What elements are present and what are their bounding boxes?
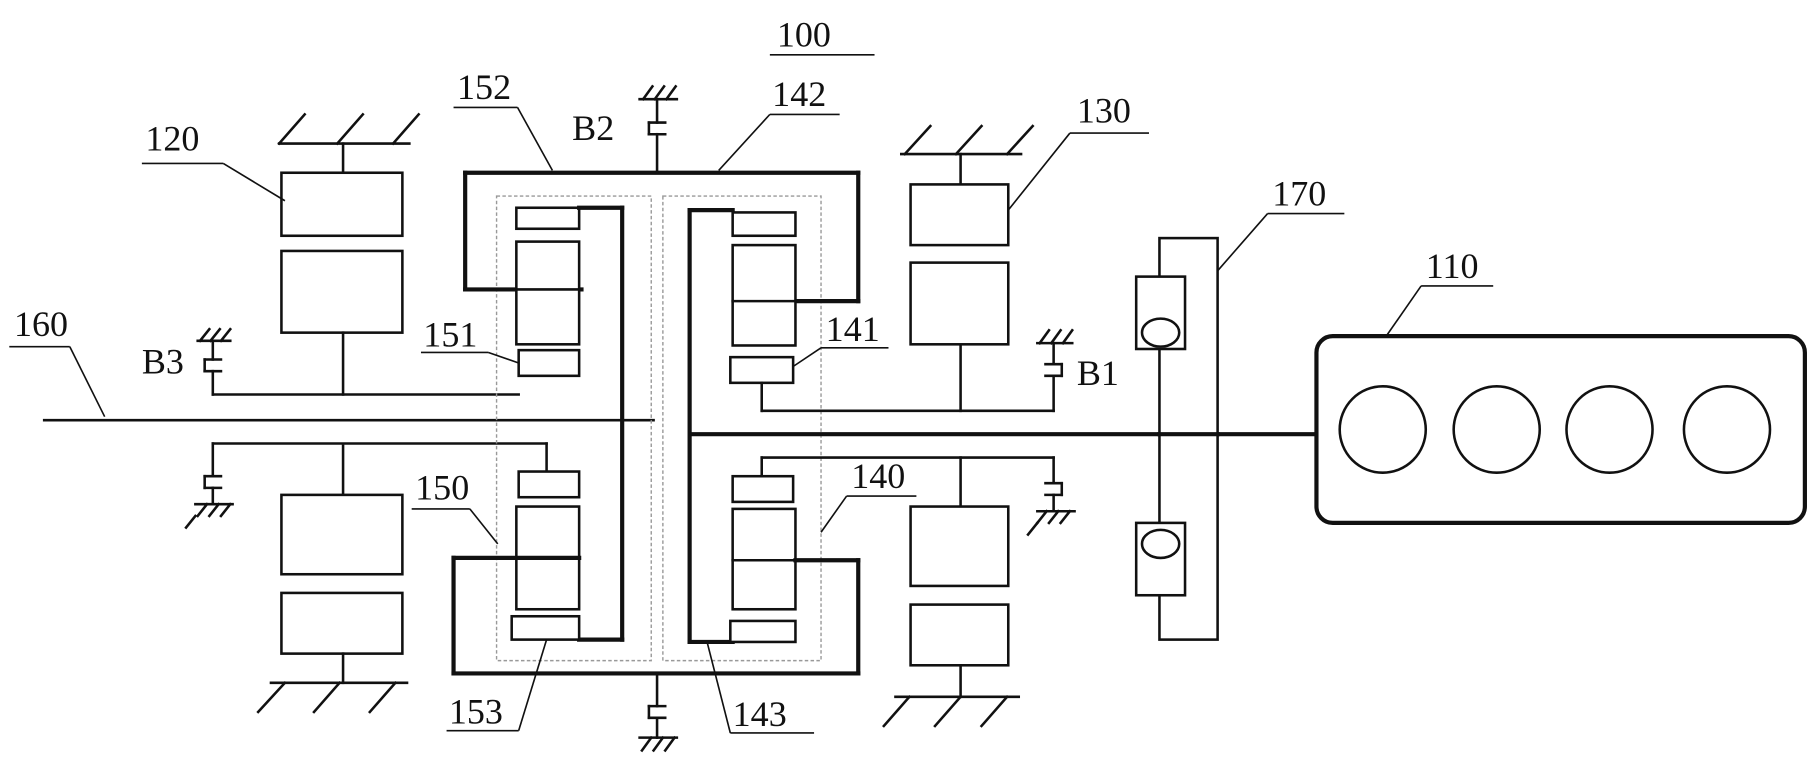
engine-block [1314, 334, 1807, 525]
motor-130-label: 130 [1077, 90, 1131, 130]
engine-label-110: 110 [1385, 246, 1494, 337]
brake-b3-label: B3 [142, 341, 184, 381]
shaft-160-label: 160 [14, 304, 68, 344]
motor-130-lower [882, 505, 1021, 728]
ring-152-label: 152 [457, 67, 511, 107]
gearset-150-frame [495, 195, 652, 662]
ring-label-142: 142 [718, 74, 840, 171]
sun-151-label: 151 [423, 315, 477, 355]
motor-label-120: 120 [141, 119, 286, 202]
motor-120-lower [256, 444, 409, 714]
damper-170-label: 170 [1272, 173, 1326, 213]
gearset-140-label: 140 [851, 456, 905, 496]
brake-bottom-center [638, 672, 679, 753]
brake-b1 [1036, 328, 1075, 413]
motor-label-130: 130 [1007, 90, 1149, 211]
gear-150-sun-lower [517, 470, 581, 499]
motor-120-rotor-upper [280, 249, 404, 334]
motor-120-label: 120 [145, 119, 199, 159]
damper-170 [1134, 236, 1220, 641]
brake-right-lower [1026, 456, 1076, 537]
engine-cylinder-1 [1338, 385, 1428, 474]
gear-140-ring-tooth-lower [729, 619, 797, 644]
engine-110 [1314, 334, 1807, 525]
sun-label-141: 141 [792, 309, 889, 368]
carrier-label-143: 143 [706, 641, 815, 734]
damper-spring-upper [1134, 275, 1187, 351]
engine-110-label: 110 [1426, 246, 1479, 286]
gearset-140-frame [662, 195, 822, 662]
gear-140-sun-lower [731, 474, 795, 504]
motor-120-stator-lower [280, 591, 404, 655]
motor-130-stator-upper [909, 183, 1010, 247]
gear-150-ring-tooth-upper [515, 206, 581, 231]
motor-120-rotor-lower [280, 493, 404, 576]
ring-label-152: 152 [453, 67, 554, 171]
motor-130-upper [899, 124, 1035, 346]
gear-150-planet-upper [515, 240, 581, 346]
brake-b1-label: B1 [1077, 353, 1119, 393]
sun-151 [517, 348, 581, 378]
carrier-143-label: 143 [733, 694, 787, 734]
damper-label-170: 170 [1216, 173, 1345, 272]
motor-130-rotor-lower [909, 505, 1010, 588]
brake-b2-label: B2 [572, 108, 614, 148]
gearset-label-140: 140 [820, 456, 917, 533]
brake-left-lower [184, 442, 234, 530]
ring-142-label: 142 [772, 74, 826, 114]
motor-130-rotor-upper [909, 261, 1010, 346]
motor-120-stator-upper [280, 171, 404, 238]
sun-141-label: 141 [826, 309, 880, 349]
gearset-150-label: 150 [415, 467, 469, 507]
carrier-153-label: 153 [449, 692, 503, 732]
system-label-group: 100 [769, 15, 875, 56]
shaft-label-160: 160 [9, 304, 106, 418]
sun-label-151: 151 [420, 315, 519, 364]
motor-120-upper [277, 112, 421, 396]
gear-150-ring-tooth-lower [510, 614, 581, 641]
engine-cylinder-3 [1565, 385, 1654, 474]
brake-b3 [196, 327, 233, 396]
engine-cylinder-2 [1452, 385, 1542, 474]
gear-140-ring-tooth-upper [731, 211, 797, 238]
gearset-label-150: 150 [411, 467, 499, 545]
sun-141 [729, 355, 795, 385]
gear-140-planet-upper [731, 243, 797, 347]
system-label: 100 [777, 15, 831, 55]
engine-cylinder-4 [1682, 385, 1772, 474]
motor-130-stator-lower [909, 603, 1010, 667]
damper-spring-coil-upper [1140, 317, 1181, 348]
carrier-label-153: 153 [446, 639, 548, 732]
brake-b2 [638, 84, 679, 175]
damper-spring-coil-lower [1140, 528, 1181, 560]
